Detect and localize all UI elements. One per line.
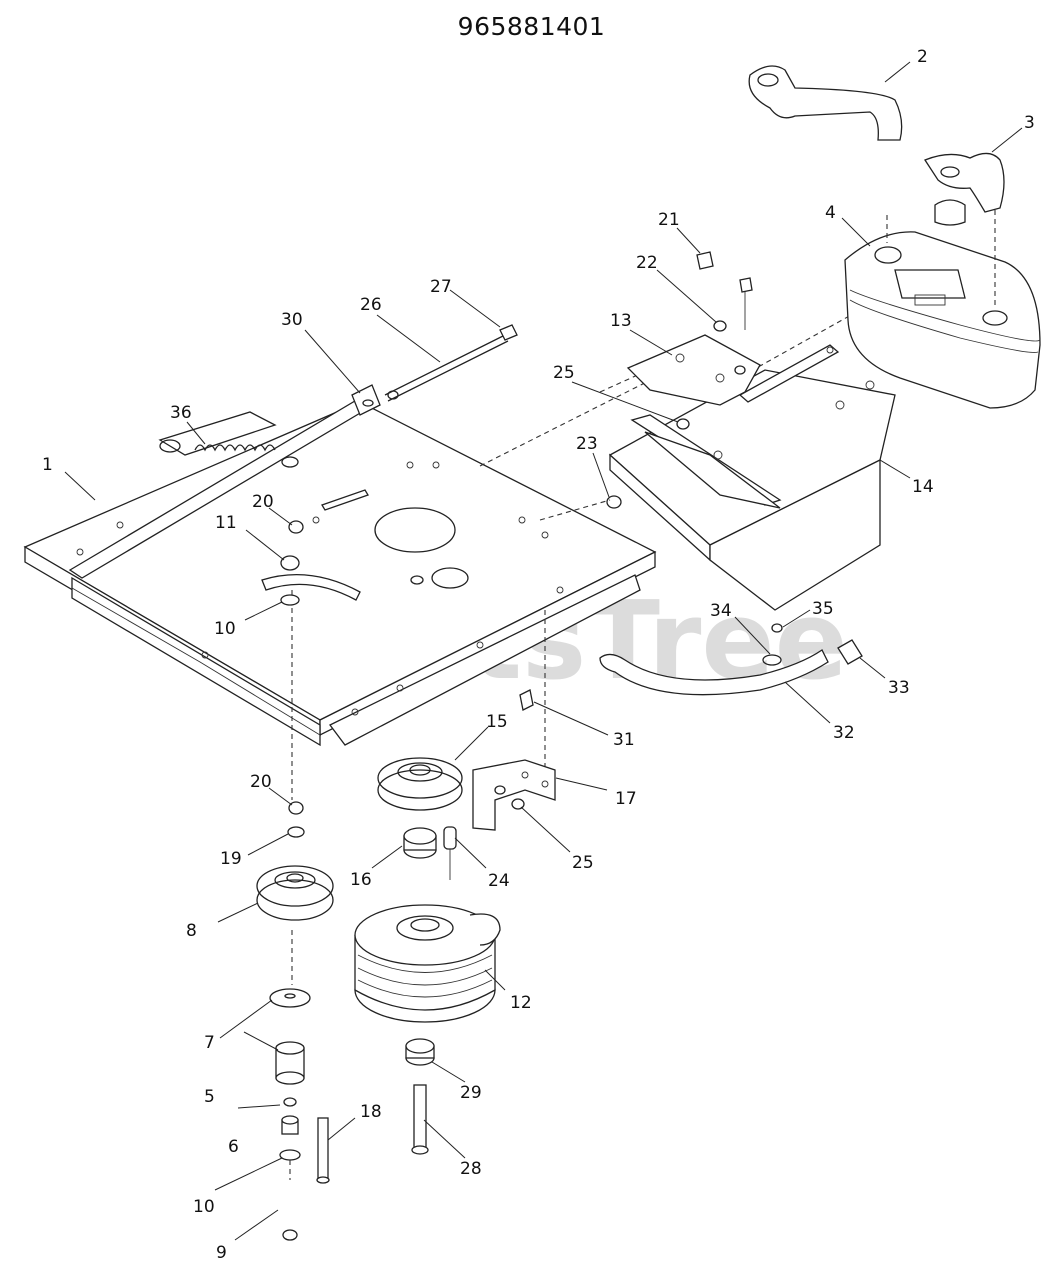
callout-20b: 20	[250, 772, 272, 792]
callout-5: 5	[204, 1087, 215, 1107]
callout-32: 32	[833, 723, 855, 743]
clip-31	[519, 689, 534, 711]
hose-2	[748, 65, 903, 141]
callout-10b: 10	[193, 1197, 215, 1217]
tank-4	[844, 210, 1041, 409]
deck-plate	[23, 401, 657, 747]
callout-22: 22	[636, 253, 658, 273]
callout-31: 31	[613, 730, 635, 750]
callout-16: 16	[350, 870, 372, 890]
callout-3: 3	[1024, 113, 1035, 133]
callout-10a: 10	[214, 619, 236, 639]
deck-hardware	[280, 520, 304, 606]
callout-12: 12	[510, 993, 532, 1013]
bolts-21-22-23	[606, 251, 753, 509]
callout-7: 7	[204, 1033, 215, 1053]
leader-lines	[64, 61, 1023, 1241]
callout-21: 21	[658, 210, 680, 230]
callout-34: 34	[710, 601, 732, 621]
callout-28: 28	[460, 1159, 482, 1179]
callout-29: 29	[460, 1083, 482, 1103]
callout-8: 8	[186, 921, 197, 941]
callout-25a: 25	[553, 363, 575, 383]
diagram-title: 965881401	[457, 12, 606, 41]
idler-stack	[269, 988, 330, 1241]
callout-1: 1	[42, 455, 53, 475]
bracket-17	[472, 759, 556, 831]
callout-15: 15	[486, 712, 508, 732]
spacer-16	[403, 826, 457, 880]
callout-13: 13	[610, 311, 632, 331]
callout-35: 35	[812, 599, 834, 619]
fuel-line-32	[599, 623, 863, 696]
callout-2: 2	[917, 47, 928, 67]
callout-36: 36	[170, 403, 192, 423]
pulley-15	[377, 757, 463, 811]
callout-6: 6	[228, 1137, 239, 1157]
callout-33: 33	[888, 678, 910, 698]
callout-labels: 1 2 3 4 5 6 7 8 9 10 10 11 12 13 14 15 1…	[42, 47, 1035, 1263]
callout-17: 17	[615, 789, 637, 809]
spacer-29	[405, 1038, 435, 1155]
callout-9: 9	[216, 1243, 227, 1263]
callout-27: 27	[430, 277, 452, 297]
left-rail	[68, 384, 381, 579]
callout-14: 14	[912, 477, 934, 497]
callout-24: 24	[488, 871, 510, 891]
callout-4: 4	[825, 203, 836, 223]
callout-20a: 20	[252, 492, 274, 512]
callout-18: 18	[360, 1102, 382, 1122]
pulley-8	[256, 801, 334, 921]
callout-26: 26	[360, 295, 382, 315]
cap-3	[924, 152, 1005, 226]
callout-23: 23	[576, 434, 598, 454]
clutch-12	[354, 904, 501, 1023]
bracket-14	[608, 334, 896, 611]
callout-19: 19	[220, 849, 242, 869]
callout-30: 30	[281, 310, 303, 330]
rod-26	[384, 324, 518, 402]
callout-11: 11	[215, 513, 237, 533]
callout-25b: 25	[572, 853, 594, 873]
